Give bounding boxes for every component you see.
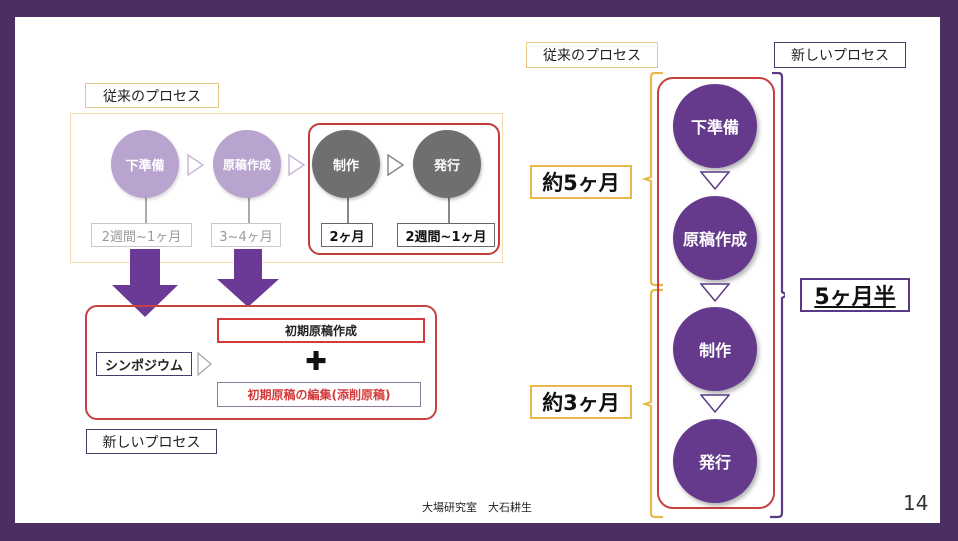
step-arrow-icon	[187, 154, 205, 176]
old-process-panel	[70, 113, 503, 263]
duration-publishing: 2週間~1ヶ月	[397, 223, 495, 247]
down-triangle-icon	[700, 171, 730, 191]
down-triangle-icon	[700, 394, 730, 414]
new-process-panel	[85, 305, 437, 420]
connector-line	[448, 187, 450, 223]
duration-preparation: 2週間~1ヶ月	[91, 223, 192, 247]
edit-draft-box: 初期原稿の編集(添削原稿)	[217, 382, 421, 407]
step-arrow-icon	[288, 154, 306, 176]
step-circle-drafting: 原稿作成	[213, 130, 281, 198]
symposium-box: シンポジウム	[96, 352, 192, 376]
right-step-circle-publishing: 発行	[673, 419, 757, 503]
new-process-label: 新しいプロセス	[86, 429, 217, 454]
right-process-outline	[657, 77, 775, 509]
right-step-circle-preparation: 下準備	[673, 84, 757, 168]
duration-drafting: 3~4ヶ月	[211, 223, 281, 247]
right-new-process-label: 新しいプロセス	[774, 42, 906, 68]
plus-icon: ✚	[305, 347, 327, 377]
down-arrow-icon	[112, 249, 178, 317]
connector-line	[145, 187, 147, 223]
step-circle-preparation: 下準備	[111, 130, 179, 198]
slide: 従来のプロセス 下準備 原稿作成 制作 発行 2週間~1ヶ月 3~4ヶ月 2ヶ月…	[15, 17, 940, 523]
duration-production: 2ヶ月	[321, 223, 373, 247]
right-step-circle-production: 制作	[673, 307, 757, 391]
page-number: 14	[903, 491, 929, 515]
step-arrow-icon	[197, 352, 213, 376]
connector-line	[248, 187, 250, 223]
down-arrow-icon	[217, 249, 279, 307]
down-triangle-icon	[700, 283, 730, 303]
initial-draft-box: 初期原稿作成	[217, 318, 425, 343]
old-first-duration: 約5ヶ月	[530, 165, 632, 199]
connector-line	[347, 187, 349, 223]
old-second-duration: 約3ヶ月	[530, 385, 632, 419]
step-circle-publishing: 発行	[413, 130, 481, 198]
old-process-label: 従来のプロセス	[85, 83, 219, 108]
right-old-process-label: 従来のプロセス	[526, 42, 658, 68]
step-circle-production: 制作	[312, 130, 380, 198]
new-total-duration: 5ヶ月半	[800, 278, 910, 312]
step-arrow-icon	[387, 154, 405, 176]
footer-author: 大場研究室 大石耕生	[422, 501, 532, 514]
production-group-outline	[308, 123, 500, 255]
right-step-circle-drafting: 原稿作成	[673, 196, 757, 280]
timeline-brackets	[641, 72, 785, 519]
